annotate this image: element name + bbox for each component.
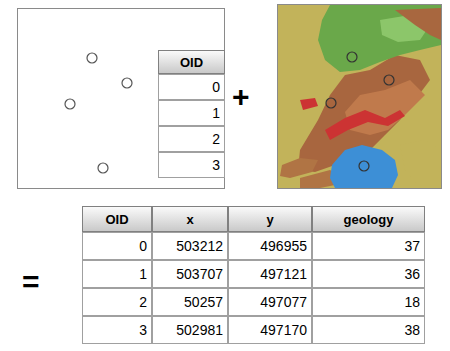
table-cell: 496955 [228,232,312,260]
point-symbols [65,53,132,173]
operator-sign: + [232,82,250,112]
table-cell: 18 [312,288,425,316]
table-cell: 38 [312,316,425,344]
table-cell: 37 [312,232,425,260]
table-cell: 503707 [152,260,228,288]
table-cell: 497170 [228,316,312,344]
table-header: OID [82,206,152,232]
table-header: x [152,206,228,232]
point-frame [18,9,225,189]
table-cell: 502981 [152,316,228,344]
table-cell: 497077 [228,288,312,316]
table-cell: 2 [158,126,225,152]
geology-map [278,5,442,189]
table-cell: 50257 [152,288,228,316]
table-cell: 0 [158,74,225,100]
table-cell: 0 [82,232,152,260]
table-header: OID [158,50,225,74]
table-header: geology [312,206,425,232]
table-header: y [228,206,312,232]
operator-sign: = [22,267,40,297]
table-cell: 3 [82,316,152,344]
map-points [326,52,394,171]
table-cell: 1 [82,260,152,288]
table-cell: 1 [158,100,225,126]
table-cell: 36 [312,260,425,288]
table-cell: 2 [82,288,152,316]
table-cell: 3 [158,152,225,178]
table-cell: 503212 [152,232,228,260]
table-cell: 497121 [228,260,312,288]
